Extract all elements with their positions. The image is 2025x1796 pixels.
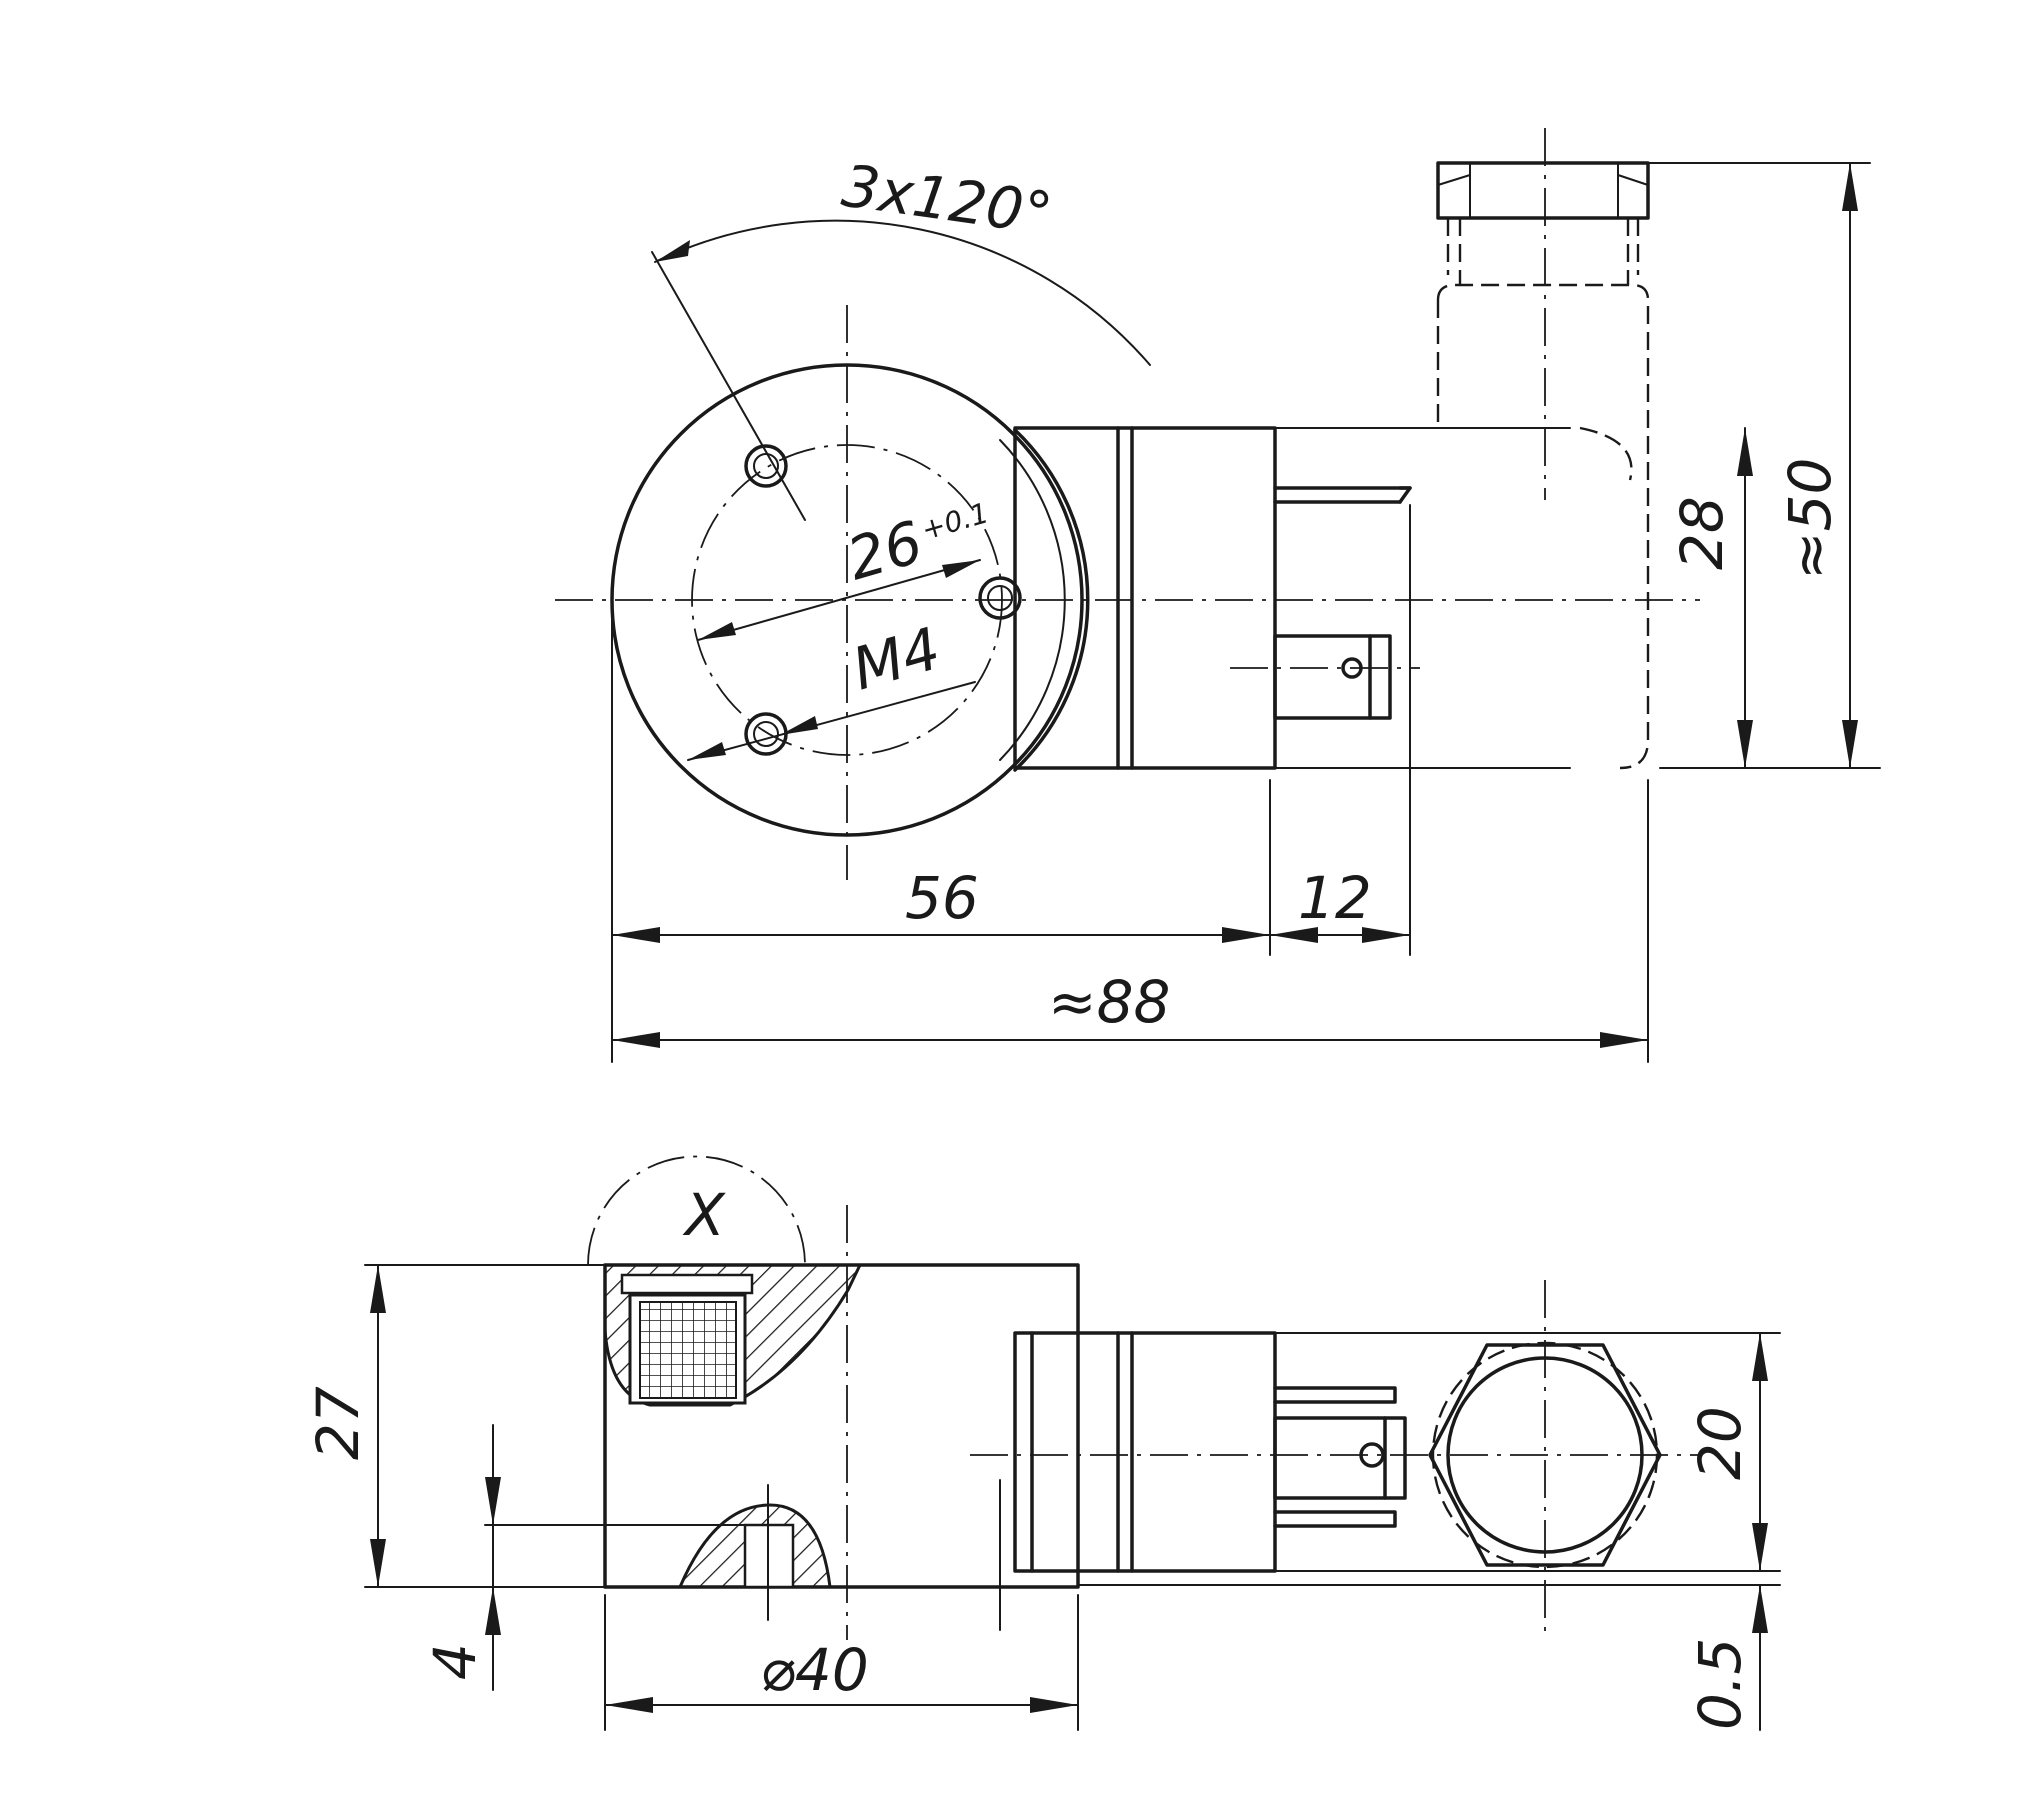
depth-thread-label: 4	[421, 1643, 489, 1680]
bolt-circle-label: 26	[840, 508, 930, 594]
bolt-hole	[978, 576, 1022, 620]
dim-depth-thread	[485, 1424, 501, 1691]
top-view	[555, 128, 1881, 1063]
length-coil-label: 56	[905, 864, 979, 932]
angle-label: 3x120°	[838, 152, 1056, 249]
plug-terminal	[1273, 1416, 1407, 1500]
dim-length-plug	[1269, 927, 1411, 943]
plug-pin	[1273, 486, 1412, 504]
dim-diameter-body	[604, 1594, 1079, 1731]
coil-body	[603, 1263, 1080, 1589]
bolt-circle-tolerance: +0.1	[918, 496, 992, 546]
diameter-body-label: ⌀40	[760, 1636, 869, 1704]
coil-rim	[1013, 428, 1090, 772]
connector-housing	[1013, 426, 1277, 770]
detail-circle	[587, 1155, 806, 1266]
bolt-hole	[744, 444, 788, 488]
height-body-label: 27	[304, 1386, 372, 1460]
height-total-label: ≈50	[1776, 458, 1844, 580]
dim-height-connector	[1752, 1332, 1768, 1572]
thread-label: M4	[845, 614, 947, 703]
length-plug-label: 12	[1298, 864, 1372, 932]
dim-gap	[1752, 1584, 1768, 1731]
cable-gland	[1436, 128, 1650, 770]
dim-height-body	[370, 1264, 386, 1588]
detail-mark: X	[682, 1181, 726, 1249]
dim-length-coil	[611, 927, 1271, 943]
gap-label: 0.5	[1686, 1638, 1754, 1730]
connector-housing-side	[1013, 1331, 1277, 1573]
winding-grid	[639, 1301, 737, 1399]
plug-pin	[1273, 1510, 1397, 1528]
dim-height-plug	[1737, 427, 1753, 769]
length-total-label: ≈88	[1048, 968, 1170, 1036]
plug-pin	[1273, 1386, 1397, 1404]
plug-terminal	[1230, 634, 1420, 720]
height-plug-label: 28	[1668, 496, 1736, 570]
dim-length-total	[611, 1032, 1649, 1048]
dim-height-total	[1842, 162, 1858, 769]
height-connector-label: 20	[1686, 1406, 1754, 1480]
hex-nut	[1428, 1280, 1662, 1635]
side-view	[364, 1155, 1781, 1731]
